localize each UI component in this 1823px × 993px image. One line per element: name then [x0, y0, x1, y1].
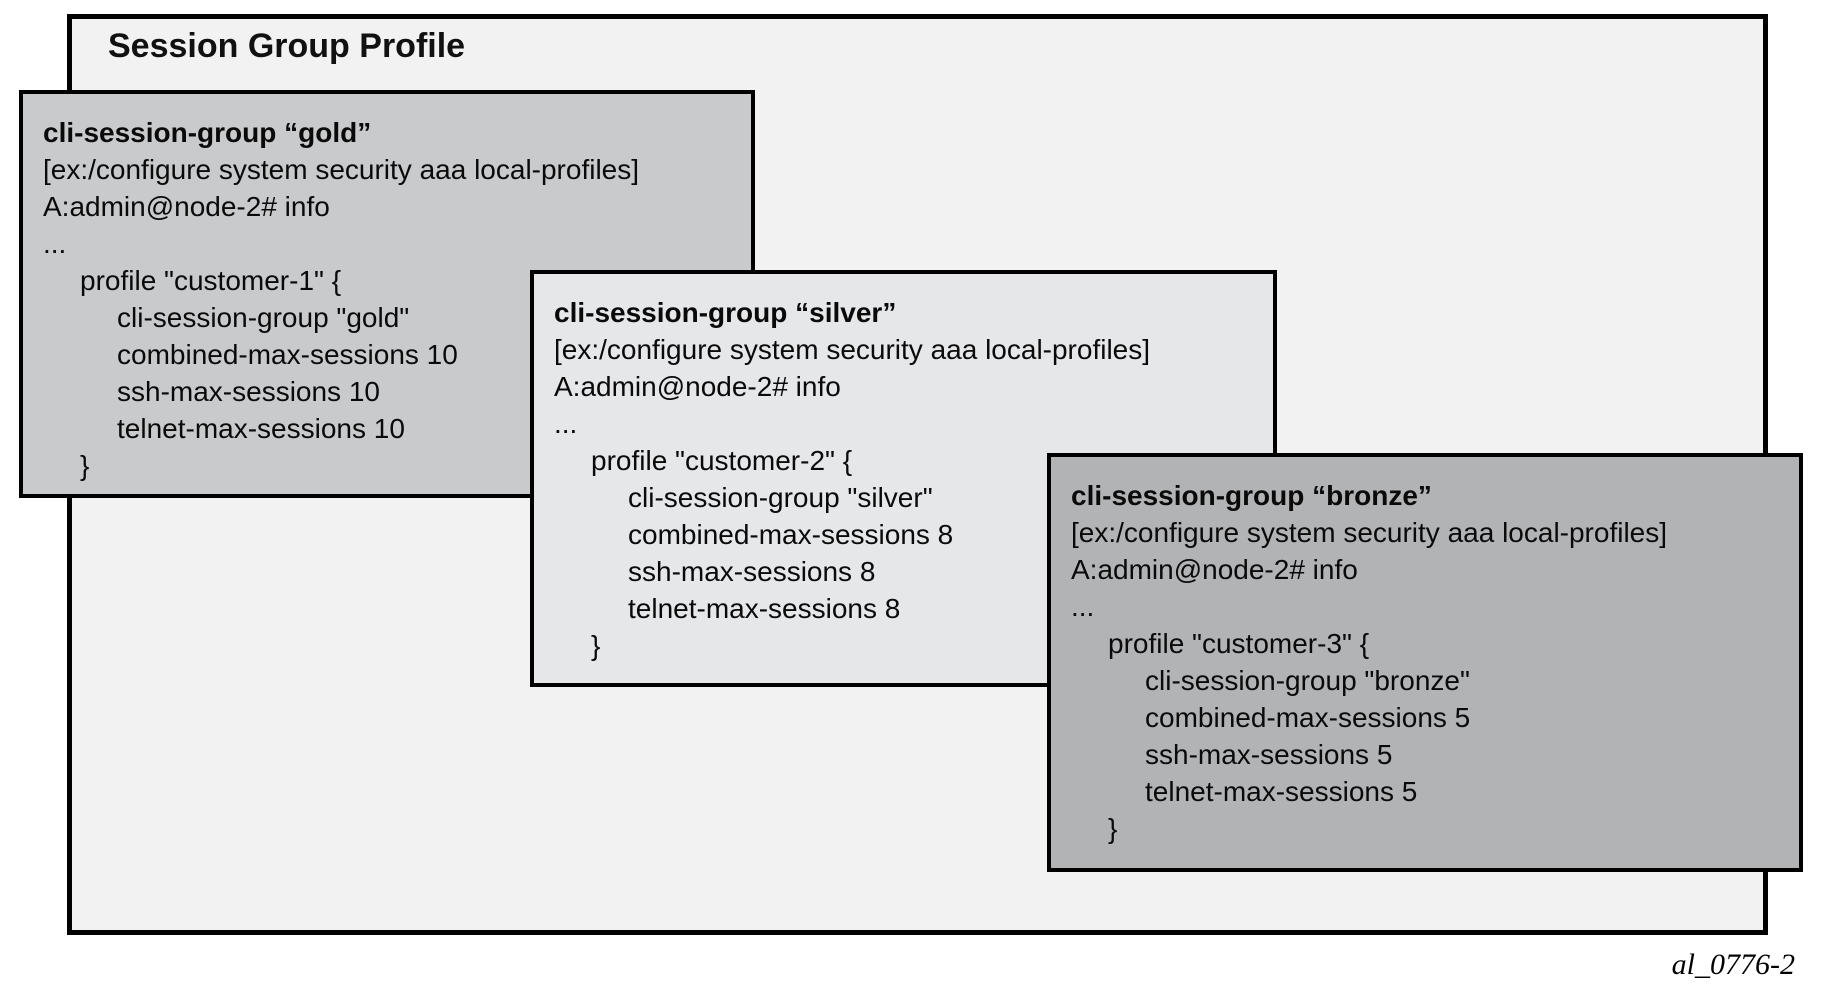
code-line-telnet-max-sessions: telnet-max-sessions 5 — [1145, 776, 1418, 807]
code-line-telnet-max-sessions: telnet-max-sessions 10 — [117, 413, 405, 444]
panel-heading: cli-session-group “silver” — [554, 297, 897, 328]
code-line-closing-brace: } — [1108, 813, 1118, 844]
cli-prompt-line: A:admin@node-2# info — [1071, 554, 1358, 585]
context-path-line: [ex:/configure system security aaa local… — [1071, 517, 1668, 548]
code-line-combined-max-sessions: combined-max-sessions 10 — [117, 339, 458, 370]
cli-prompt-line: A:admin@node-2# info — [554, 371, 841, 402]
ellipsis-line: ... — [43, 228, 67, 259]
panel-cli-session-group-gold: cli-session-group “gold” [ex:/configure … — [19, 90, 755, 498]
code-line-cli-session-group: cli-session-group "bronze" — [1145, 665, 1470, 696]
code-line-profile-open: profile "customer-1" { — [80, 265, 342, 296]
figure-reference-label: al_0776-2 — [1671, 948, 1795, 981]
code-line-telnet-max-sessions: telnet-max-sessions 8 — [628, 593, 901, 624]
code-line-cli-session-group: cli-session-group "silver" — [628, 482, 933, 513]
code-line-combined-max-sessions: combined-max-sessions 5 — [1145, 702, 1471, 733]
code-line-closing-brace: } — [80, 450, 90, 481]
context-path-line: [ex:/configure system security aaa local… — [554, 334, 1151, 365]
panel-heading: cli-session-group “gold” — [43, 117, 372, 148]
code-line-cli-session-group: cli-session-group "gold" — [117, 302, 410, 333]
code-line-profile-open: profile "customer-3" { — [1108, 628, 1370, 659]
cli-prompt-line: A:admin@node-2# info — [43, 191, 330, 222]
code-line-combined-max-sessions: combined-max-sessions 8 — [628, 519, 954, 550]
code-line-profile-open: profile "customer-2" { — [591, 445, 853, 476]
context-path-line: [ex:/configure system security aaa local… — [43, 154, 640, 185]
panel-heading: cli-session-group “bronze” — [1071, 480, 1432, 511]
panel-cli-session-group-bronze: cli-session-group “bronze” [ex:/configur… — [1047, 453, 1803, 872]
code-line-ssh-max-sessions: ssh-max-sessions 5 — [1145, 739, 1393, 770]
code-line-ssh-max-sessions: ssh-max-sessions 8 — [628, 556, 876, 587]
diagram-title: Session Group Profile — [108, 27, 466, 65]
code-line-ssh-max-sessions: ssh-max-sessions 10 — [117, 376, 380, 407]
ellipsis-line: ... — [554, 408, 578, 439]
code-line-closing-brace: } — [591, 630, 601, 661]
ellipsis-line: ... — [1071, 591, 1095, 622]
